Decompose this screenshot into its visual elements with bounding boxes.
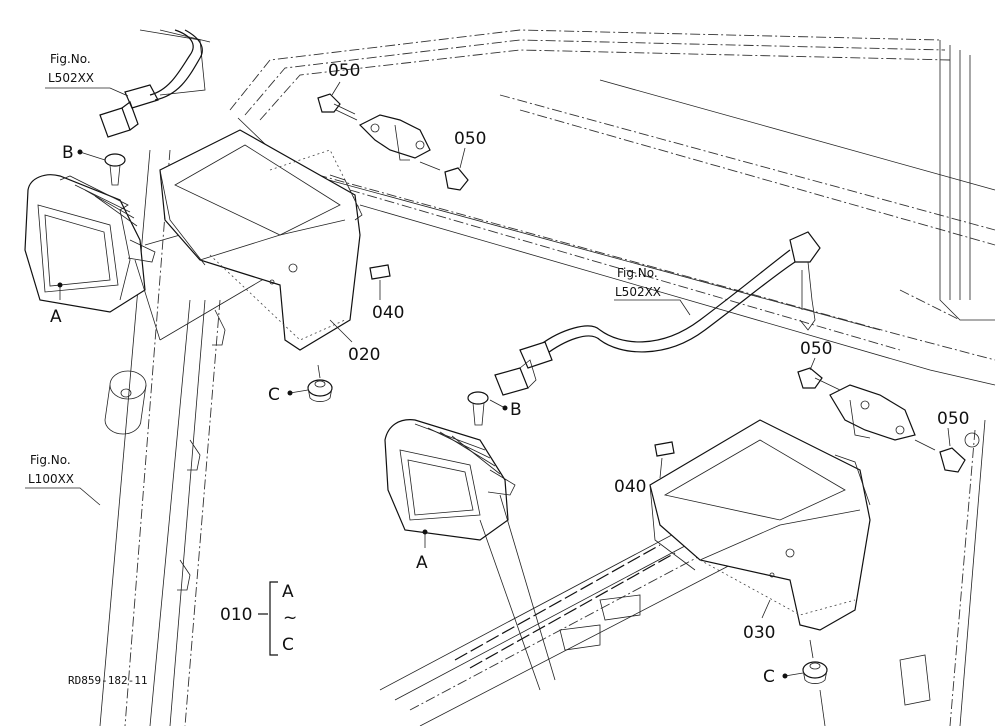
set-range-from: A <box>282 582 294 602</box>
callout-c-left: C <box>268 385 280 405</box>
callout-b-right: B <box>510 400 522 420</box>
part-050-right1: 050 <box>800 339 832 359</box>
fig-ref-top-left-line2: L502XX <box>48 71 94 85</box>
drawing-code: RD859-182-11 <box>68 674 147 687</box>
part-050-mid: 050 <box>454 129 486 149</box>
fig-ref-lower-left-line2: L100XX <box>28 472 74 486</box>
part-050-top: 050 <box>328 61 360 81</box>
set-range-tilde: ~ <box>283 608 297 628</box>
callout-b-left: B <box>62 143 74 163</box>
part-030: 030 <box>743 623 775 643</box>
labels: Fig.No. L502XX Fig.No. L502XX Fig.No. L1… <box>28 52 969 687</box>
right-lamp-assembly <box>384 391 556 691</box>
leader-lines <box>25 81 951 677</box>
part-040-left: 040 <box>372 303 404 323</box>
part-040-right: 040 <box>614 477 646 497</box>
fig-ref-lower-left-line1: Fig.No. <box>30 453 71 467</box>
callout-a-right: A <box>416 553 428 573</box>
set-range-to: C <box>282 635 294 655</box>
callout-a-left: A <box>50 307 62 327</box>
lower-bracket <box>797 367 980 726</box>
main-harness <box>494 231 821 396</box>
left-lamp-assembly <box>24 84 331 341</box>
shade-020 <box>159 129 363 351</box>
part-020: 020 <box>348 345 380 365</box>
shade-030 <box>649 419 871 631</box>
fig-ref-middle-line2: L502XX <box>615 285 661 299</box>
part-050-right2: 050 <box>937 409 969 429</box>
fig-ref-top-left-line1: Fig.No. <box>50 52 91 66</box>
callout-c-right: C <box>763 667 775 687</box>
fig-ref-middle-line1: Fig.No. <box>617 266 658 280</box>
part-010: 010 <box>220 605 252 625</box>
upper-bracket <box>307 93 469 402</box>
leader-dots <box>57 149 788 679</box>
